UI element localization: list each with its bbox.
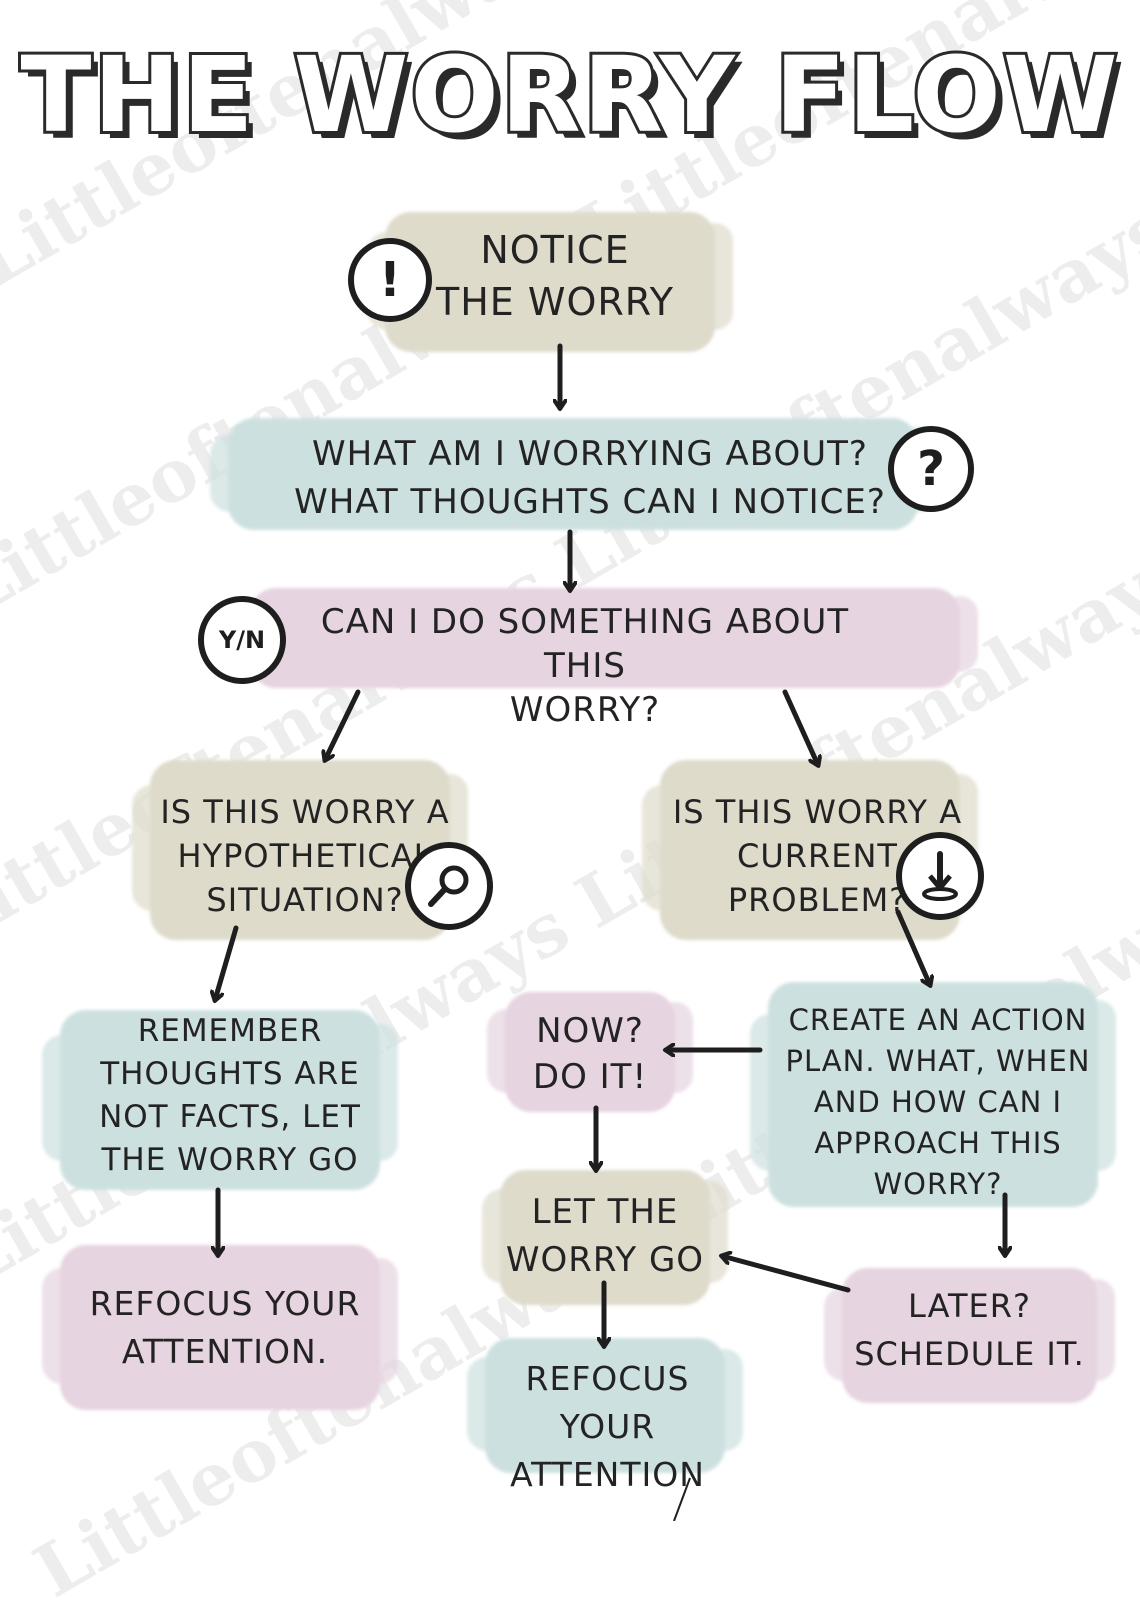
node-remember: REMEMBER THOUGHTS ARE NOT FACTS, LET THE…: [99, 1013, 361, 1178]
page-title: THE WORRY FLOW: [17, 31, 1120, 159]
yes-no-icon: Y/N: [198, 596, 286, 684]
arrow-hypothetical-to-remember: [215, 925, 239, 1000]
pin-down-glyph: [922, 851, 958, 901]
question-icon: ?: [888, 426, 974, 512]
arrow-current-to-action-plan: [895, 909, 930, 985]
node-later: LATER? SCHEDULE IT.: [854, 1287, 1085, 1373]
later-bg: [824, 1268, 1115, 1403]
node-let-go: LET THE WORRY GO: [505, 1192, 705, 1280]
node-hypothetical: IS THIS WORRY A HYPOTHETICAL SITUATION?: [160, 793, 450, 919]
pin-down-icon: [896, 832, 984, 920]
node-what: WHAT AM I WORRYING ABOUT? WHAT THOUGHTS …: [294, 434, 886, 522]
node-notice: NOTICE THE WORRY: [436, 228, 674, 324]
what-bg: [210, 418, 936, 530]
arrow-can-i-to-current: [782, 689, 818, 765]
stray-pen-mark: [673, 1477, 691, 1521]
node-can-i: CAN I DO SOMETHING ABOUT THIS WORRY?: [320, 602, 850, 730]
action-plan-bg: [750, 982, 1116, 1207]
remember-bg: [42, 1010, 398, 1190]
arrow-can-i-to-hypothetical: [325, 689, 361, 760]
refocus-left-bg: [42, 1245, 398, 1410]
node-action-plan: CREATE AN ACTION PLAN. WHAT, WHEN AND HO…: [785, 1003, 1091, 1201]
magnifier-icon: [405, 842, 493, 930]
flow-arrows: [0, 343, 1140, 1521]
magnifier-glyph: [428, 865, 469, 907]
notice-bg: [367, 212, 733, 352]
node-refocus-left: REFOCUS YOUR ATTENTION.: [89, 1284, 361, 1371]
arrow-later-to-let-go: [722, 1256, 851, 1293]
node-refocus-bottom: REFOCUS YOUR ATTENTION: [510, 1359, 705, 1494]
node-now: NOW? DO IT!: [532, 1011, 648, 1097]
exclamation-icon: !: [348, 238, 432, 322]
node-current: IS THIS WORRY A CURRENT PROBLEM?: [672, 793, 963, 919]
refocus-bottom-bg: [467, 1338, 743, 1473]
